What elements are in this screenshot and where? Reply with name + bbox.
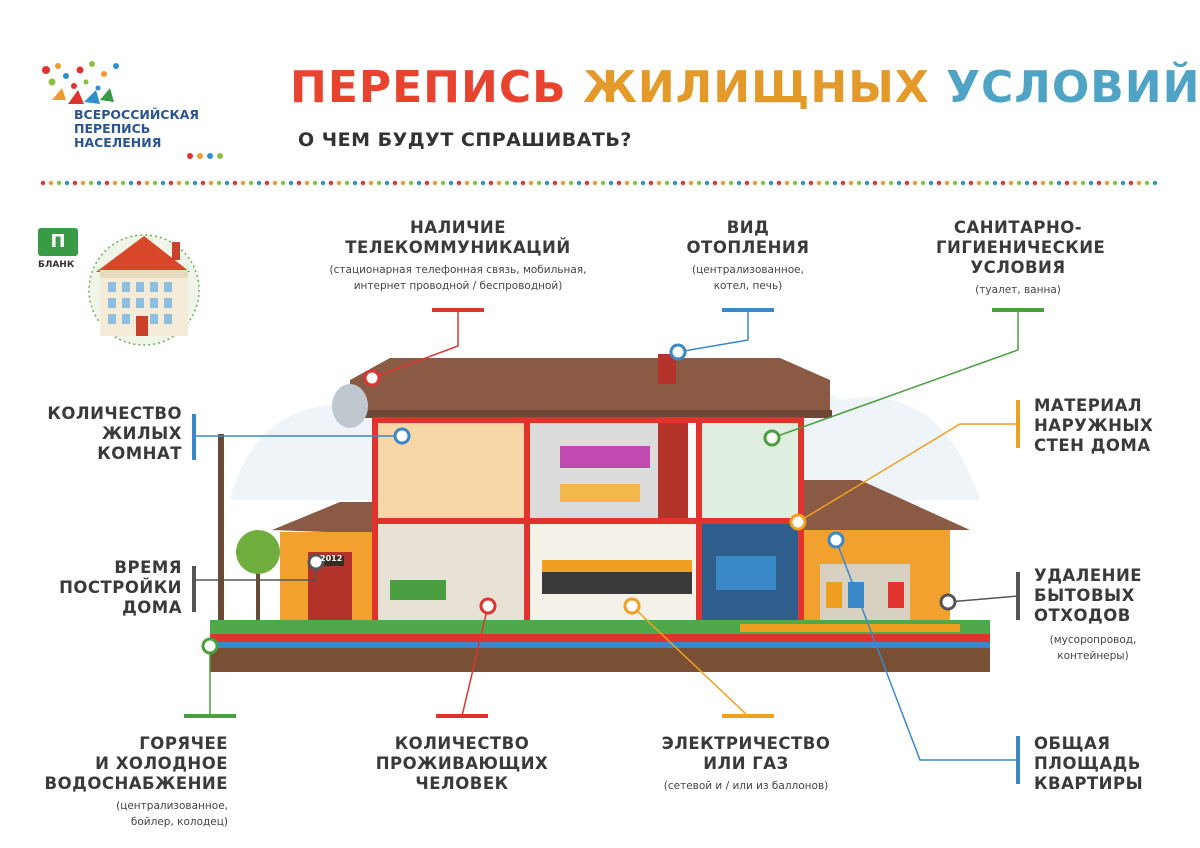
label-note: (стационарная телефонная связь, мобильна…: [329, 264, 587, 276]
label-line: ТЕЛЕКОММУНИКАЦИЙ: [345, 238, 571, 257]
label-line: ГОРЯЧЕЕ: [139, 734, 228, 753]
label-note: котел, печь): [713, 280, 783, 292]
logo-text: ВСЕРОССИЙСКАЯ ПЕРЕПИСЬ НАСЕЛЕНИЯ: [74, 108, 199, 150]
title-word: ПЕРЕПИСЬ: [290, 62, 567, 113]
label-line: МАТЕРИАЛ: [1034, 396, 1143, 415]
label-note: (мусоропровод,: [1049, 634, 1137, 646]
label-line: ПОСТРОЙКИ: [59, 578, 182, 597]
door-year: 2012: [320, 554, 343, 563]
label-line: КВАРТИРЫ: [1034, 774, 1144, 793]
label-heating: ВИД ОТОПЛЕНИЯ (централизованное, котел, …: [660, 218, 836, 294]
label-line: ВОДОСНАБЖЕНИЕ: [44, 774, 228, 793]
label-line: ПЛОЩАДЬ: [1034, 754, 1141, 773]
label-telecom: НАЛИЧИЕ ТЕЛЕКОММУНИКАЦИЙ (стационарная т…: [308, 218, 608, 294]
logo-line: ПЕРЕПИСЬ: [74, 121, 151, 136]
dotted-divider: [40, 180, 1158, 186]
label-line: ПРОЖИВАЮЩИХ: [375, 754, 549, 773]
label-line: ОТОПЛЕНИЯ: [686, 238, 810, 257]
label-material: МАТЕРИАЛ НАРУЖНЫХ СТЕН ДОМА: [1034, 396, 1184, 456]
label-line: УДАЛЕНИЕ: [1034, 566, 1143, 585]
form-badge: П: [38, 228, 78, 256]
title-word: УСЛОВИЙ: [946, 62, 1200, 113]
label-power: ЭЛЕКТРИЧЕСТВО ИЛИ ГАЗ (сетевой и / или и…: [636, 734, 856, 794]
label-note: интернет проводной / беспроводной): [353, 280, 563, 292]
label-note: (централизованное,: [116, 800, 228, 812]
label-note: контейнеры): [1057, 650, 1129, 662]
page-subtitle: О ЧЕМ БУДУТ СПРАШИВАТЬ?: [298, 129, 632, 151]
label-line: ВИД: [726, 218, 770, 237]
label-build-time: ВРЕМЯ ПОСТРОЙКИ ДОМА: [22, 558, 182, 618]
label-line: БЫТОВЫХ: [1034, 586, 1135, 605]
label-note: бойлер, колодец): [130, 816, 228, 828]
label-rooms: КОЛИЧЕСТВО ЖИЛЫХ КОМНАТ: [22, 404, 182, 464]
logo-line: ВСЕРОССИЙСКАЯ: [74, 107, 199, 122]
label-line: КОЛИЧЕСТВО: [47, 404, 182, 423]
label-note: (сетевой и / или из баллонов): [663, 780, 829, 792]
label-area: ОБЩАЯ ПЛОЩАДЬ КВАРТИРЫ: [1034, 734, 1184, 794]
label-line: СТЕН ДОМА: [1034, 436, 1151, 455]
label-line: УСЛОВИЯ: [970, 258, 1066, 277]
label-sanitary: САНИТАРНО- ГИГИЕНИЧЕСКИЕ УСЛОВИЯ (туалет…: [936, 218, 1106, 298]
label-waste: УДАЛЕНИЕ БЫТОВЫХ ОТХОДОВ (мусоропровод, …: [1034, 566, 1184, 664]
logo-line: НАСЕЛЕНИЯ: [74, 135, 162, 150]
census-logo-icon: [42, 61, 223, 159]
label-line: ВРЕМЯ: [114, 558, 182, 577]
label-line: КОЛИЧЕСТВО: [394, 734, 530, 753]
label-line: ЭЛЕКТРИЧЕСТВО: [661, 734, 831, 753]
label-line: КОМНАТ: [97, 444, 182, 463]
house-illustration: [210, 354, 990, 672]
label-line: ЧЕЛОВЕК: [415, 774, 509, 793]
label-line: НАРУЖНЫХ: [1034, 416, 1154, 435]
title-word: ЖИЛИЩНЫХ: [583, 62, 930, 113]
label-line: ИЛИ ГАЗ: [703, 754, 789, 773]
label-note: (туалет, ванна): [975, 284, 1061, 296]
form-badge-caption: БЛАНК: [38, 260, 75, 270]
page-title: ПЕРЕПИСЬ ЖИЛИЩНЫХ УСЛОВИЙ: [290, 62, 1200, 113]
label-residents: КОЛИЧЕСТВО ПРОЖИВАЮЩИХ ЧЕЛОВЕК: [372, 734, 552, 794]
label-line: ОБЩАЯ: [1034, 734, 1111, 753]
label-line: ЖИЛЫХ: [101, 424, 182, 443]
label-line: НАЛИЧИЕ: [409, 218, 506, 237]
label-line: И ХОЛОДНОЕ: [95, 754, 228, 773]
apartment-building-icon: [88, 234, 200, 346]
label-water: ГОРЯЧЕЕ И ХОЛОДНОЕ ВОДОСНАБЖЕНИЕ (центра…: [20, 734, 228, 830]
label-line: ГИГИЕНИЧЕСКИЕ: [936, 238, 1106, 257]
label-line: ДОМА: [122, 598, 182, 617]
label-line: САНИТАРНО-: [953, 218, 1083, 237]
label-line: ОТХОДОВ: [1034, 606, 1131, 625]
label-note: (централизованное,: [692, 264, 804, 276]
